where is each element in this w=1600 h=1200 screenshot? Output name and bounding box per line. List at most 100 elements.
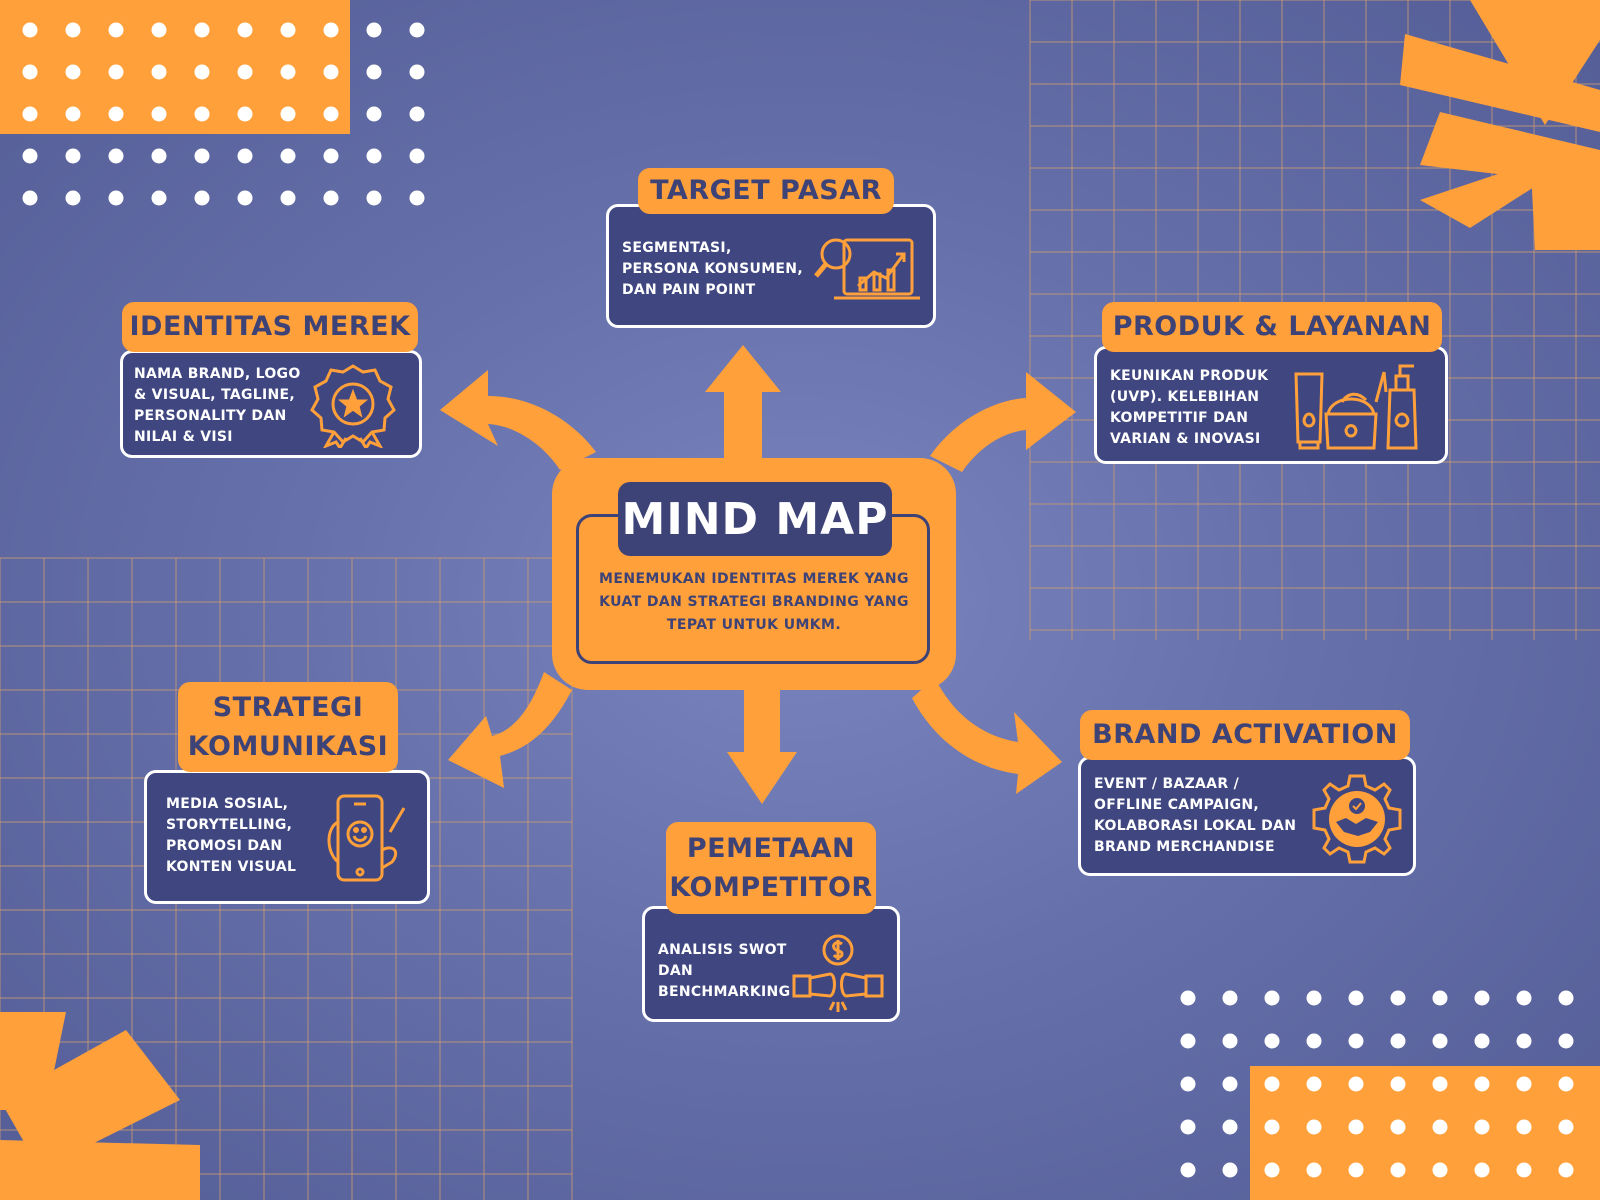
market-analysis-icon xyxy=(814,238,920,300)
node-description: SEGMENTASI, PERSONA KONSUMEN, DAN PAIN P… xyxy=(622,240,803,298)
dot xyxy=(1390,990,1406,1006)
dot xyxy=(65,148,81,164)
dot xyxy=(323,22,339,38)
dot xyxy=(1390,1033,1406,1049)
dot xyxy=(1180,990,1196,1006)
dot xyxy=(1432,1076,1448,1092)
node-description: KEUNIKAN PRODUK (UVP). KELEBIHAN KOMPETI… xyxy=(1110,368,1269,447)
smartphone-hand-icon xyxy=(327,794,406,882)
node-title: BRAND ACTIVATION xyxy=(1080,710,1410,760)
center-title: MIND MAP xyxy=(618,482,892,556)
dot xyxy=(237,148,253,164)
dot xyxy=(1390,1076,1406,1092)
dot xyxy=(409,64,425,80)
node-title: STRATEGI KOMUNIKASI xyxy=(178,682,398,772)
node-description: NAMA BRAND, LOGO & VISUAL, TAGLINE, PERS… xyxy=(134,366,301,445)
dot xyxy=(409,22,425,38)
dot xyxy=(1180,1033,1196,1049)
node-brand-activation: BRAND ACTIVATION EVENT / BAZAAR / OFFLIN… xyxy=(1078,710,1416,876)
dot xyxy=(1348,1076,1364,1092)
dot xyxy=(1306,990,1322,1006)
dot xyxy=(22,22,38,38)
arrow-to-pemetaan-kompetitor xyxy=(727,688,797,804)
dot xyxy=(1558,1119,1574,1135)
node-description: MEDIA SOSIAL, STORYTELLING, PROMOSI DAN … xyxy=(166,796,297,875)
dot xyxy=(1180,1162,1196,1178)
dot xyxy=(1390,1119,1406,1135)
dot xyxy=(1264,1033,1280,1049)
arrow-to-produk-layanan xyxy=(930,372,1076,472)
dot xyxy=(1348,1162,1364,1178)
node-pemetaan-kompetitor: PEMETAAN KOMPETITOR ANALISIS SWOT DAN BE… xyxy=(642,822,900,1022)
dot xyxy=(366,148,382,164)
node-title: TARGET PASAR xyxy=(638,168,894,214)
dot xyxy=(194,106,210,122)
node-strategi-komunikasi: STRATEGI KOMUNIKASI MEDIA SOSIAL, STORYT… xyxy=(144,682,430,904)
dot xyxy=(22,148,38,164)
node-title: PRODUK & LAYANAN xyxy=(1102,302,1442,352)
dot xyxy=(1558,1033,1574,1049)
dot xyxy=(108,64,124,80)
node-description: EVENT / BAZAAR / OFFLINE CAMPAIGN, KOLAB… xyxy=(1094,776,1297,855)
dot xyxy=(151,148,167,164)
dot xyxy=(1306,1076,1322,1092)
dot xyxy=(65,190,81,206)
handshake-gear-icon xyxy=(1312,774,1402,864)
node-title: PEMETAAN KOMPETITOR xyxy=(666,822,876,914)
dot xyxy=(194,190,210,206)
center-description: MENEMUKAN IDENTITAS MEREK YANG KUAT DAN … xyxy=(599,571,909,633)
dot xyxy=(151,64,167,80)
arrow-to-strategi-komunikasi xyxy=(448,672,572,788)
dot xyxy=(237,22,253,38)
node-title: IDENTITAS MEREK xyxy=(122,302,418,352)
dot xyxy=(1516,1076,1532,1092)
dot xyxy=(65,106,81,122)
dot xyxy=(194,64,210,80)
dot xyxy=(280,64,296,80)
dot xyxy=(1558,1076,1574,1092)
node-identitas-merek: IDENTITAS MEREK NAMA BRAND, LOGO & VISUA… xyxy=(120,302,422,458)
dot xyxy=(323,190,339,206)
arrow-to-brand-activation xyxy=(912,678,1062,794)
arrow-to-identitas-merek xyxy=(440,370,596,470)
dot xyxy=(1474,1033,1490,1049)
dot xyxy=(1432,1033,1448,1049)
dot xyxy=(1516,1119,1532,1135)
dot xyxy=(1306,1162,1322,1178)
dot xyxy=(1222,1076,1238,1092)
dot-pattern-top-left xyxy=(22,22,425,206)
dot xyxy=(151,22,167,38)
dot xyxy=(1348,1033,1364,1049)
dot xyxy=(1516,990,1532,1006)
orange-block-top-left xyxy=(0,0,350,134)
dot xyxy=(1264,1162,1280,1178)
center-node: MIND MAP MENEMUKAN IDENTITAS MEREK YANG … xyxy=(552,458,956,690)
dot xyxy=(22,190,38,206)
dot xyxy=(1474,1162,1490,1178)
dot xyxy=(409,106,425,122)
node-produk-layanan: PRODUK & LAYANAN KEUNIKAN PRODUK (UVP). … xyxy=(1094,302,1448,464)
dot xyxy=(1432,1119,1448,1135)
dot xyxy=(323,148,339,164)
dot xyxy=(1264,990,1280,1006)
dot xyxy=(323,64,339,80)
dot xyxy=(65,64,81,80)
dot xyxy=(409,190,425,206)
dot xyxy=(1222,990,1238,1006)
dot xyxy=(1474,1119,1490,1135)
dot xyxy=(1306,1119,1322,1135)
dot xyxy=(237,106,253,122)
competition-fists-icon xyxy=(792,934,884,1012)
starburst-top-right xyxy=(1400,0,1600,250)
connector-arrows xyxy=(440,345,1076,804)
cosmetic-products-icon xyxy=(1294,364,1418,450)
dot xyxy=(194,148,210,164)
dot xyxy=(1390,1162,1406,1178)
dot xyxy=(366,64,382,80)
dot xyxy=(366,106,382,122)
dot xyxy=(237,64,253,80)
dot xyxy=(280,190,296,206)
dot xyxy=(1306,1033,1322,1049)
node-box xyxy=(606,204,936,328)
